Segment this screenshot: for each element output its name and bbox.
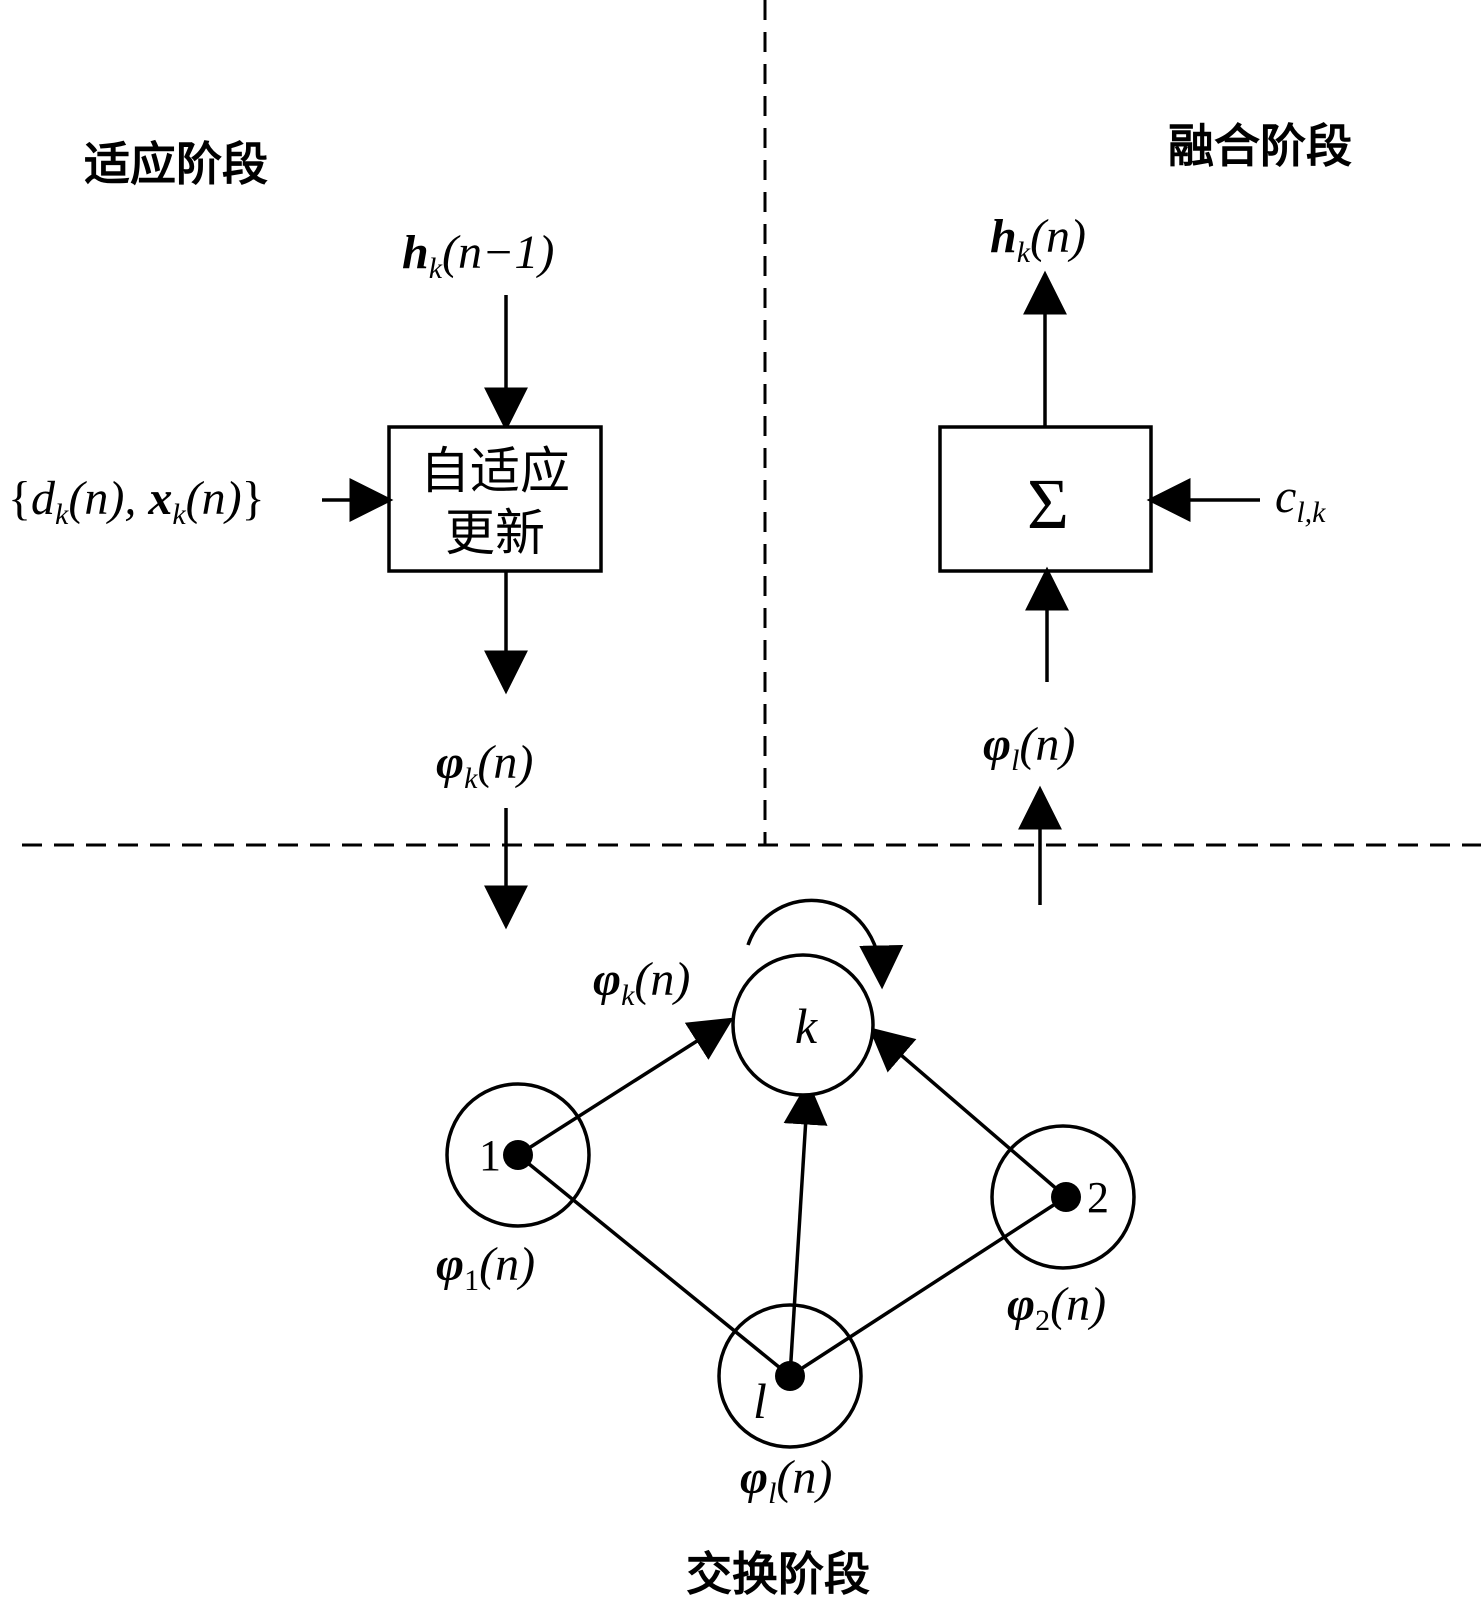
adapt-box-line1: 自适应 xyxy=(420,442,570,500)
edge-l-to-k xyxy=(783,1080,828,1377)
node-2-dot xyxy=(1051,1182,1081,1212)
combine-stage-title: 融合阶段 xyxy=(1168,119,1352,173)
sum-symbol: Σ xyxy=(1027,464,1069,544)
self-loop-arrow xyxy=(746,898,904,990)
phi-k-node-label: φk(n) xyxy=(593,953,690,1012)
node-1 xyxy=(445,1082,591,1228)
adapt-box-line2: 更新 xyxy=(445,504,545,562)
edge-2-to-k xyxy=(868,1027,1068,1199)
node-l xyxy=(717,1303,863,1449)
node-2-label: 2 xyxy=(1087,1173,1109,1222)
inputs-label: {dk(n), xk(n)} xyxy=(8,472,265,531)
node-l-label: l xyxy=(753,1373,767,1429)
node-1-dot xyxy=(503,1140,533,1170)
edge-1-to-l xyxy=(516,1153,792,1378)
phi-k-output-label: φk(n) xyxy=(436,736,533,795)
node-k xyxy=(731,953,875,1097)
node-2 xyxy=(990,1124,1136,1270)
node-l-dot xyxy=(775,1361,805,1391)
sum-box xyxy=(938,425,1153,573)
node-k-label: k xyxy=(795,998,818,1054)
phi-1-label: φ1(n) xyxy=(436,1238,535,1297)
h-out-label: hk(n) xyxy=(990,210,1086,269)
node-1-label: 1 xyxy=(479,1131,501,1180)
edge-l-to-2 xyxy=(789,1195,1067,1378)
phi-l-node-label: φl(n) xyxy=(740,1451,832,1510)
h-prev-label: hk(n−1) xyxy=(402,226,554,285)
adapt-stage-title: 适应阶段 xyxy=(84,137,268,191)
c-weight-label: cl,k xyxy=(1275,470,1326,529)
phi-l-input-label: φl(n) xyxy=(983,718,1075,777)
exchange-stage-title: 交换阶段 xyxy=(686,1547,870,1601)
phi-2-label: φ2(n) xyxy=(1007,1278,1106,1337)
edge-1-to-k xyxy=(517,1017,734,1157)
